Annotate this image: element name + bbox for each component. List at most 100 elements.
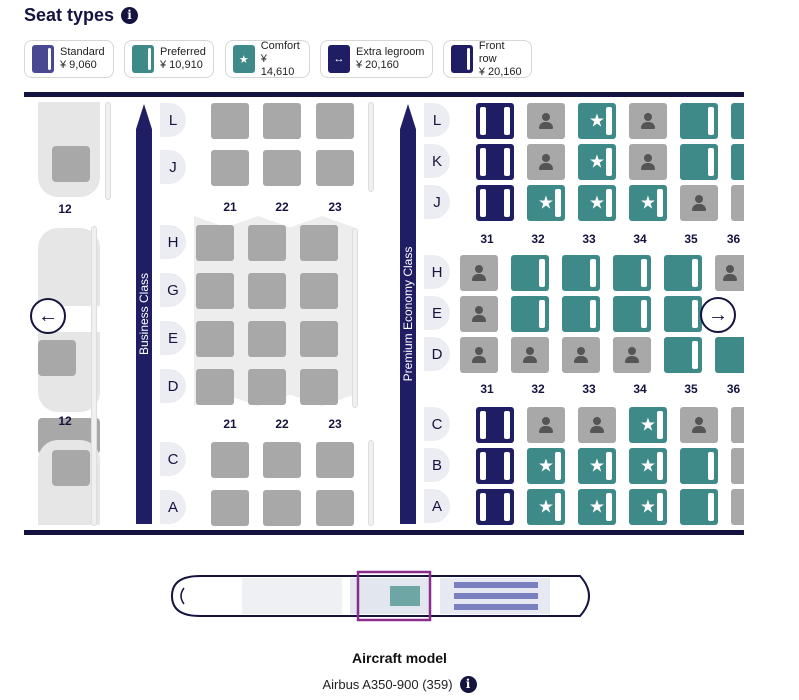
seat[interactable]	[316, 490, 354, 526]
seat[interactable]	[196, 369, 234, 405]
seat-comfort[interactable]: ★	[629, 185, 667, 221]
column-number: 22	[275, 417, 289, 431]
seat[interactable]	[196, 321, 234, 357]
seat[interactable]	[211, 490, 249, 526]
seat-preferred[interactable]	[664, 337, 702, 373]
seat-comfort[interactable]: ★	[578, 103, 616, 139]
seat-front-row[interactable]	[476, 103, 514, 139]
column-number: 35	[684, 232, 698, 246]
seat[interactable]	[263, 490, 301, 526]
seat[interactable]	[316, 103, 354, 139]
scroll-left-button[interactable]: ←	[30, 298, 66, 334]
seat-occupied	[715, 255, 744, 291]
row-letter: H	[160, 225, 186, 259]
row-number: 12	[58, 414, 72, 428]
seat[interactable]	[248, 225, 286, 261]
seat-preferred[interactable]	[664, 296, 702, 332]
seat[interactable]	[263, 150, 301, 186]
info-icon[interactable]: i	[121, 7, 139, 24]
legend-label: Extra legroom	[356, 46, 425, 58]
seat[interactable]	[300, 321, 338, 357]
column-number: 23	[328, 417, 342, 431]
seat[interactable]	[196, 273, 234, 309]
row-letter: K	[424, 144, 450, 178]
star-icon: ★	[233, 45, 255, 73]
seat-preferred[interactable]	[613, 296, 651, 332]
person-icon	[472, 347, 486, 363]
seat-comfort[interactable]: ★	[629, 407, 667, 443]
seat[interactable]	[38, 340, 76, 376]
seat[interactable]	[300, 225, 338, 261]
seat-comfort[interactable]: ★	[527, 489, 565, 525]
seat-preferred[interactable]	[680, 144, 718, 180]
divider	[352, 228, 358, 408]
seat-front-row[interactable]	[476, 185, 514, 221]
person-icon	[625, 347, 639, 363]
seat-preferred[interactable]	[562, 296, 600, 332]
seat-front-row[interactable]	[476, 489, 514, 525]
seat-preferred[interactable]	[680, 103, 718, 139]
person-icon	[539, 154, 553, 170]
seat-front-row[interactable]	[476, 448, 514, 484]
seat-preferred[interactable]	[613, 255, 651, 291]
seat[interactable]	[300, 273, 338, 309]
seat[interactable]	[248, 273, 286, 309]
seat[interactable]	[196, 225, 234, 261]
seat-comfort[interactable]: ★	[578, 489, 616, 525]
seat[interactable]	[263, 442, 301, 478]
seat-comfort[interactable]: ★	[629, 448, 667, 484]
row-letter: C	[160, 442, 186, 476]
scroll-right-button[interactable]: →	[700, 297, 736, 333]
aircraft-overview-map[interactable]	[170, 566, 600, 626]
row-letter: B	[424, 448, 450, 482]
seat-preferred[interactable]	[511, 255, 549, 291]
seat-front-row[interactable]	[476, 144, 514, 180]
seat[interactable]	[263, 103, 301, 139]
seat[interactable]	[52, 146, 90, 182]
seat-preferred[interactable]	[664, 255, 702, 291]
seat-preferred[interactable]	[680, 489, 718, 525]
premium-economy-label: Premium Economy Class	[401, 246, 415, 382]
seat-front-row[interactable]	[476, 407, 514, 443]
person-icon	[641, 154, 655, 170]
seat-preferred[interactable]	[562, 255, 600, 291]
seat[interactable]	[211, 442, 249, 478]
seat[interactable]	[316, 150, 354, 186]
seat-preferred[interactable]	[731, 103, 744, 139]
arrow-right-icon: →	[708, 303, 728, 326]
seat-comfort[interactable]: ★	[527, 185, 565, 221]
seat-preferred[interactable]	[715, 337, 744, 373]
seat[interactable]	[248, 321, 286, 357]
seat-occupied	[562, 337, 600, 373]
seat-occupied	[731, 185, 744, 221]
seat[interactable]	[300, 369, 338, 405]
seat-comfort[interactable]: ★	[578, 448, 616, 484]
seat-occupied	[527, 103, 565, 139]
seat-occupied	[731, 448, 744, 484]
seat-preferred[interactable]	[731, 144, 744, 180]
info-icon[interactable]: i	[459, 676, 477, 693]
star-icon: ★	[639, 414, 657, 435]
seat-preferred[interactable]	[511, 296, 549, 332]
seat-preferred[interactable]	[680, 448, 718, 484]
divider	[368, 440, 374, 526]
seat-occupied	[578, 407, 616, 443]
seat-comfort[interactable]: ★	[578, 185, 616, 221]
viewport-indicator	[356, 570, 432, 622]
star-icon: ★	[588, 192, 606, 213]
seat-comfort[interactable]: ★	[629, 489, 667, 525]
row-letter: E	[160, 321, 186, 355]
legend-extra-legroom: ↔ Extra legroom¥ 20,160	[320, 40, 433, 78]
economy-seats-row	[454, 582, 538, 588]
seat[interactable]	[211, 103, 249, 139]
legroom-arrows-icon: ↔	[328, 45, 350, 73]
seat-comfort[interactable]: ★	[527, 448, 565, 484]
star-icon: ★	[588, 455, 606, 476]
seat[interactable]	[52, 450, 90, 486]
pod-shell	[38, 228, 100, 306]
seat-comfort[interactable]: ★	[578, 144, 616, 180]
seat[interactable]	[248, 369, 286, 405]
star-icon: ★	[537, 455, 555, 476]
seat[interactable]	[211, 150, 249, 186]
seat[interactable]	[316, 442, 354, 478]
